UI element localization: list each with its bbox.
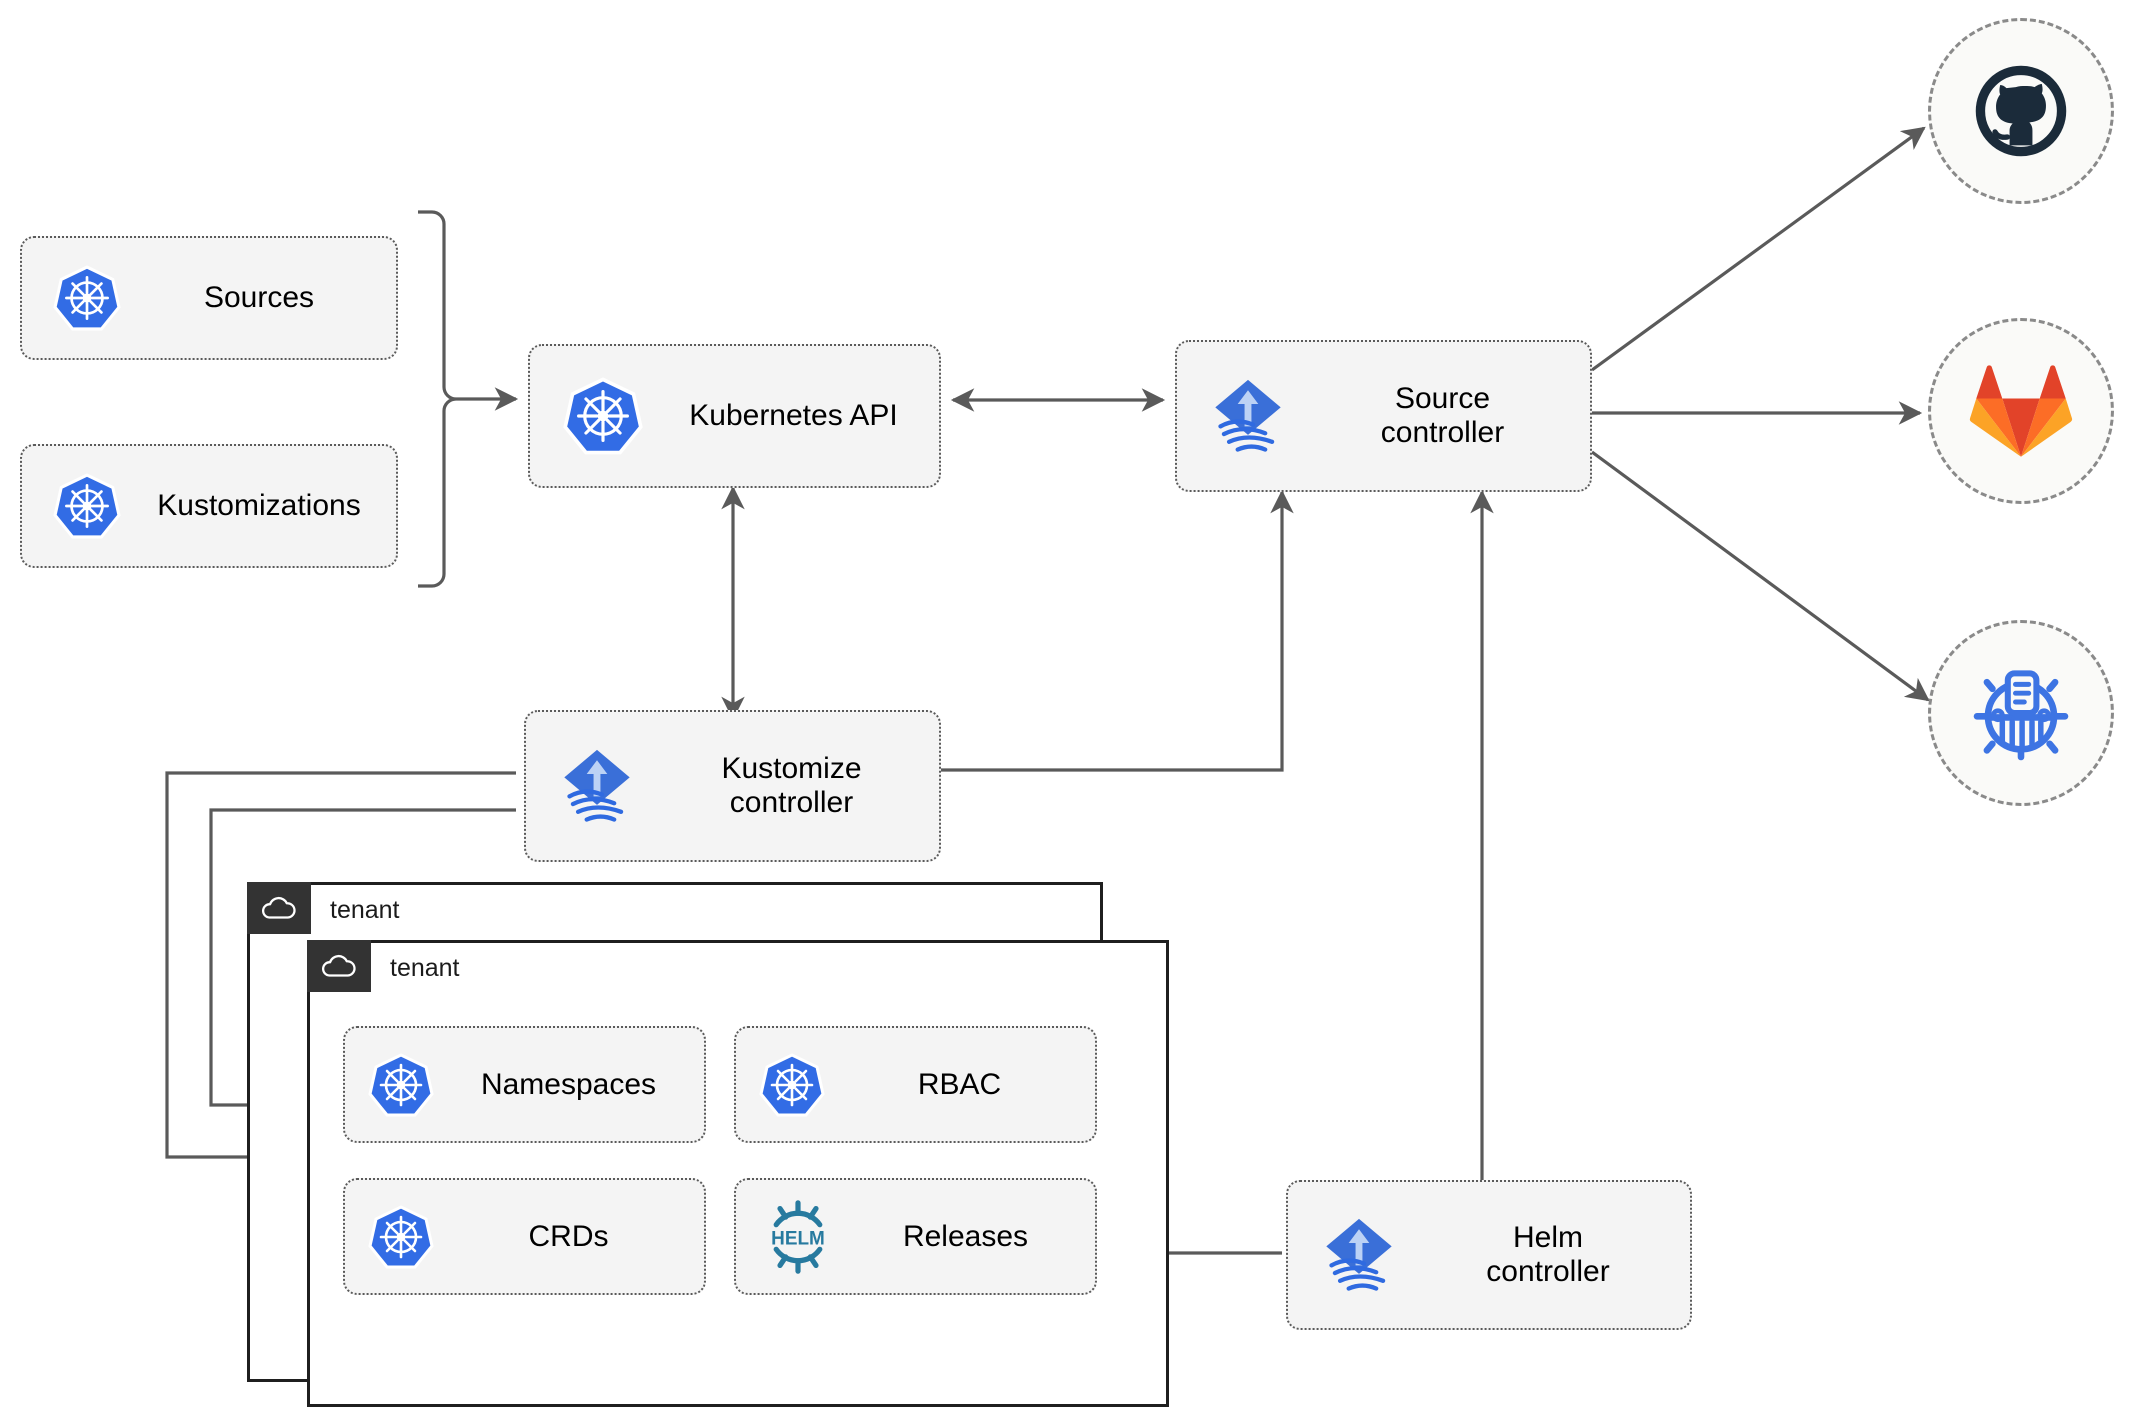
node-label: Namespaces (480, 1067, 657, 1101)
flux-icon (1316, 1212, 1402, 1298)
edge-kustomize-to-source-controller (941, 489, 1294, 772)
gitlab-icon (1969, 365, 2073, 457)
edge-source-to-helm-repo (1591, 450, 1930, 702)
tenant-tab-inner (307, 940, 371, 992)
kubernetes-icon (368, 1052, 434, 1117)
tenant-title-outer: tenant (330, 896, 400, 924)
node-label: Releases (902, 1219, 1029, 1253)
node-source-controller[interactable]: Source controller (1175, 340, 1592, 492)
kubernetes-icon (563, 377, 643, 455)
node-label: CRDs (528, 1219, 609, 1253)
node-label: Helm controller (1486, 1221, 1610, 1288)
node-rbac[interactable]: RBAC (734, 1026, 1097, 1143)
helm-repository-icon (1973, 670, 2069, 761)
node-namespaces[interactable]: Namespaces (343, 1026, 706, 1143)
node-label: Sources (203, 281, 315, 315)
node-sources[interactable]: Sources (20, 236, 398, 360)
github-icon (1975, 65, 2067, 157)
svg-text:HELM: HELM (771, 1228, 825, 1249)
node-kubernetes-api[interactable]: Kubernetes API (528, 344, 941, 488)
provider-gitlab[interactable] (1928, 318, 2114, 504)
tenant-tab-outer (247, 882, 311, 934)
cloud-icon (262, 896, 296, 919)
node-crds[interactable]: CRDs (343, 1178, 706, 1295)
kubernetes-icon (759, 1052, 825, 1117)
node-label: Source controller (1380, 382, 1505, 449)
node-helm-controller[interactable]: Helm controller (1286, 1180, 1692, 1330)
node-kustomize-controller[interactable]: Kustomize controller (524, 710, 941, 862)
kubernetes-icon (368, 1204, 434, 1269)
kubernetes-icon (53, 473, 121, 539)
cloud-icon (322, 954, 356, 977)
flux-icon (554, 743, 640, 829)
kubernetes-icon (53, 265, 121, 331)
helm-icon: HELM (760, 1199, 836, 1274)
tenant-title-inner: tenant (390, 954, 460, 982)
provider-github[interactable] (1928, 18, 2114, 204)
node-label: Kustomize controller (721, 752, 862, 819)
node-label: Kustomizations (157, 489, 361, 523)
edge-source-to-github (1591, 126, 1926, 372)
provider-helm-repository[interactable] (1928, 620, 2114, 806)
node-label: Kubernetes API (689, 399, 898, 433)
node-releases[interactable]: HELM Releases (734, 1178, 1097, 1295)
tenant-frame-inner (307, 940, 1169, 1407)
node-kustomizations[interactable]: Kustomizations (20, 444, 398, 568)
node-label: RBAC (917, 1067, 1002, 1101)
group-brace (418, 210, 457, 588)
flux-icon (1205, 373, 1291, 459)
